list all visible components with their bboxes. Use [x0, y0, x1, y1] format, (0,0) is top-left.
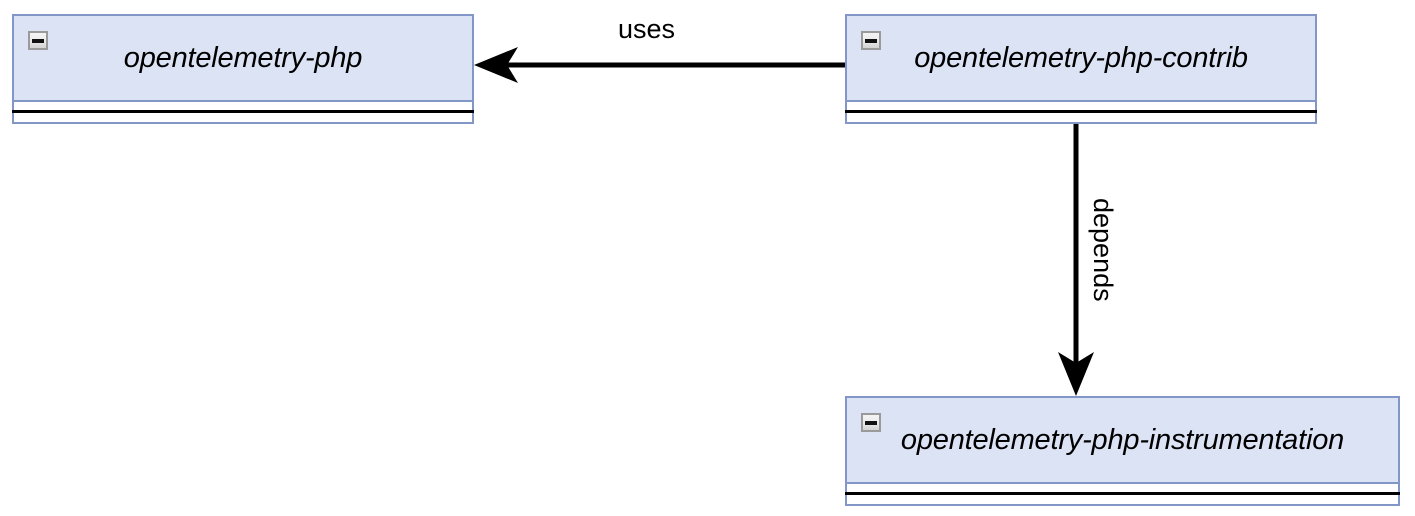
collapse-minus-icon[interactable] [861, 31, 881, 50]
node-methods-compartment [845, 113, 1317, 124]
node-header: opentelemetry-php-instrumentation [845, 396, 1400, 484]
collapse-minus-icon[interactable] [28, 31, 48, 50]
edge-label-depends: depends [1088, 198, 1118, 302]
edge-depends-arrowhead [1058, 352, 1094, 396]
node-header: opentelemetry-php [12, 14, 474, 102]
node-methods-compartment [845, 495, 1400, 506]
node-title: opentelemetry-php [123, 41, 363, 74]
node-opentelemetry-php-contrib[interactable]: opentelemetry-php-contrib [845, 14, 1317, 124]
edge-uses [474, 47, 845, 83]
node-title: opentelemetry-php-contrib [914, 41, 1248, 74]
edge-uses-arrowhead [474, 47, 518, 83]
node-opentelemetry-php-instrumentation[interactable]: opentelemetry-php-instrumentation [845, 396, 1400, 506]
collapse-minus-icon[interactable] [861, 413, 881, 432]
node-header: opentelemetry-php-contrib [845, 14, 1317, 102]
node-attributes-compartment [845, 484, 1400, 496]
node-title: opentelemetry-php-instrumentation [900, 423, 1345, 456]
node-opentelemetry-php[interactable]: opentelemetry-php [12, 14, 474, 124]
edge-label-uses: uses [618, 14, 676, 44]
node-attributes-compartment [12, 102, 474, 114]
node-methods-compartment [12, 113, 474, 124]
node-attributes-compartment [845, 102, 1317, 114]
